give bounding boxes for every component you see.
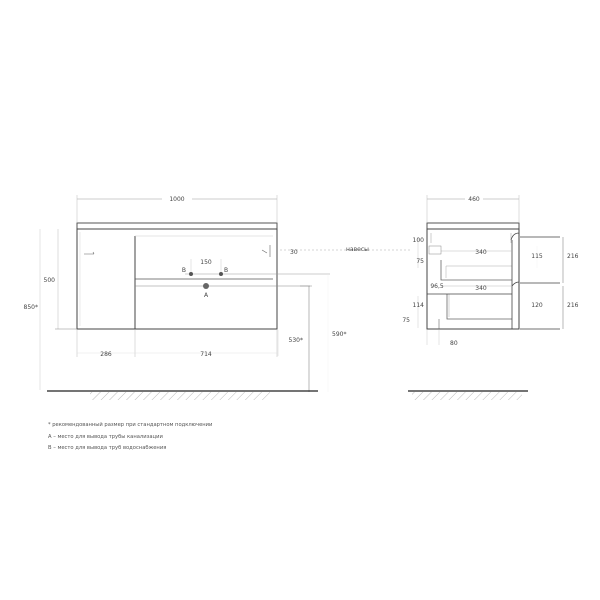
dim-drain-height: 530* bbox=[289, 337, 303, 344]
label-b-right: B bbox=[224, 267, 228, 274]
dim-cabinet-height: 500 bbox=[44, 277, 56, 284]
dim-lower-outer: 216 bbox=[567, 302, 579, 309]
dim-top-offset: 30 bbox=[290, 249, 298, 256]
front-view bbox=[39, 194, 410, 400]
dim-right-section: 714 bbox=[200, 351, 212, 358]
point-b-left bbox=[189, 272, 193, 276]
dim-lower-inner: 120 bbox=[531, 302, 543, 309]
dim-supply-height: 590* bbox=[332, 331, 346, 338]
dim-lower-drawer: 340 bbox=[475, 285, 487, 292]
dim-bottom-offset: 80 bbox=[450, 340, 458, 347]
dim-total-height: 850* bbox=[24, 304, 38, 311]
label-a: A bbox=[204, 292, 209, 299]
dim-gap-bottom: 75 bbox=[402, 317, 410, 324]
dim-drawer-offset: 96,5 bbox=[430, 283, 444, 290]
side-view bbox=[408, 194, 564, 400]
dim-upper-drawer: 340 bbox=[475, 249, 487, 256]
label-b-left: B bbox=[182, 267, 186, 274]
point-b-right bbox=[219, 272, 223, 276]
note-point-b: B – место для вывода труб водоснабжения bbox=[48, 445, 167, 451]
dim-upper-inner: 115 bbox=[531, 253, 543, 260]
note-recommended: * рекомендованный размер при стандартном… bbox=[48, 422, 213, 428]
label-hinges: навесы bbox=[346, 246, 369, 253]
dim-upper-outer: 216 bbox=[567, 253, 579, 260]
dim-width: 1000 bbox=[169, 196, 184, 203]
dim-left-section: 286 bbox=[100, 351, 112, 358]
dim-depth: 460 bbox=[468, 196, 480, 203]
dim-lower-offset: 114 bbox=[413, 302, 425, 309]
point-a bbox=[203, 283, 209, 289]
dim-top-offset-side: 100 bbox=[413, 237, 425, 244]
dim-gap-top: 75 bbox=[416, 258, 424, 265]
dim-hole-spacing: 150 bbox=[200, 259, 212, 266]
note-point-a: A – место для вывода трубы канализации bbox=[48, 434, 163, 440]
